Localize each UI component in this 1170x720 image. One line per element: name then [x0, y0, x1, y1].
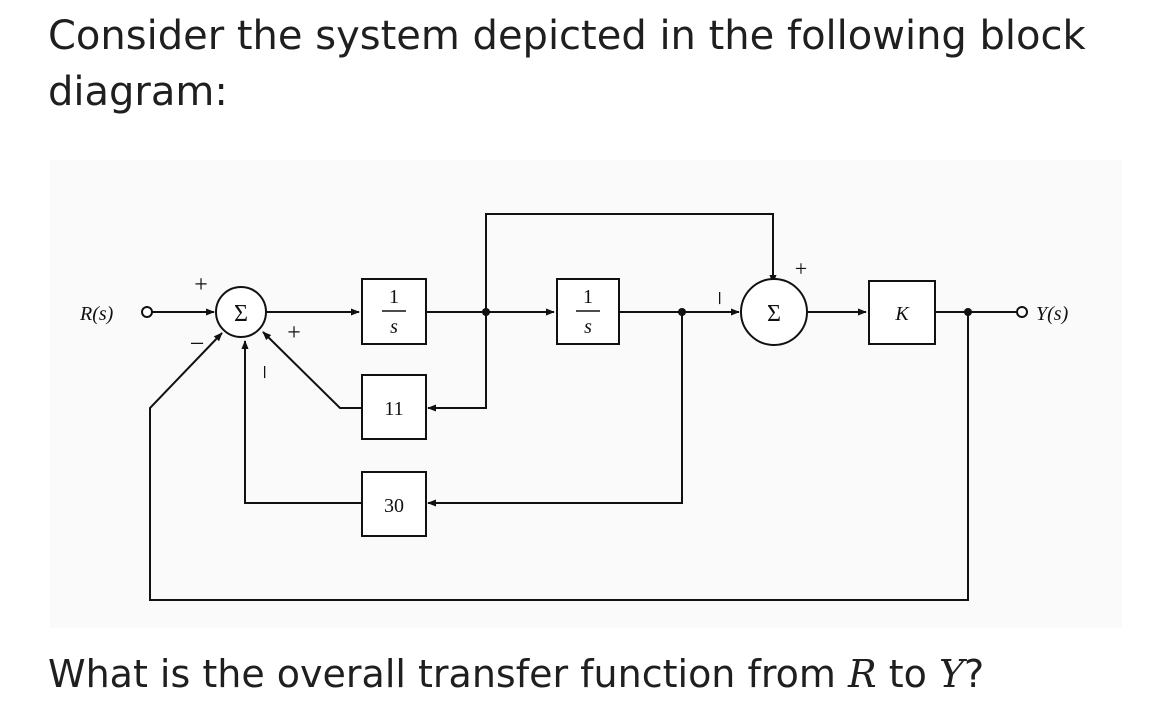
feedback-11-out-path [262, 331, 362, 409]
question-middle: to [876, 652, 939, 696]
svg-text:1: 1 [583, 286, 593, 308]
question-before: What is the overall transfer function fr… [48, 652, 848, 696]
input-label: R(s) [79, 303, 114, 325]
feedback-gain-30-block: 30 [361, 471, 427, 537]
branch-dot-3 [964, 308, 972, 316]
gain-k-block: K [868, 280, 936, 345]
block-diagram: Σ + − + − Σ + − 1 s 1 s K [79, 213, 1069, 601]
svg-text:s: s [390, 316, 398, 338]
sum2-sign-left: − [705, 291, 734, 306]
unity-feedback-path [149, 312, 969, 601]
input-terminal [141, 306, 153, 318]
sum1-sign-bottom: − [250, 365, 279, 380]
output-terminal [1016, 306, 1028, 318]
svg-text:30: 30 [384, 495, 404, 517]
feedback-11-in-path [427, 312, 487, 412]
summing-junction-1: Σ [215, 286, 267, 338]
sum1-sign-left: − [190, 329, 205, 358]
sum2-sign-top: + [795, 256, 807, 281]
integrator-block-2: 1 s [556, 278, 620, 345]
summing-junction-2: Σ [740, 278, 808, 346]
svg-text:s: s [584, 316, 592, 338]
var-r: R [848, 652, 877, 696]
svg-text:K: K [894, 303, 910, 325]
svg-text:Σ: Σ [767, 301, 781, 327]
output-label: Y(s) [1036, 303, 1069, 325]
sum1-sign-right: + [287, 320, 301, 346]
sum1-sign-top: + [194, 272, 208, 298]
feedback-30-out-path [241, 340, 362, 504]
problem-heading: Consider the system depicted in the foll… [48, 13, 1086, 115]
feedback-gain-11-block: 11 [361, 374, 427, 440]
branch-dot-1 [482, 308, 490, 316]
svg-text:11: 11 [384, 398, 403, 420]
var-y: Y [938, 652, 965, 696]
question-after: ? [964, 652, 985, 696]
integrator-block-1: 1 s [361, 278, 427, 345]
svg-text:Σ: Σ [234, 301, 248, 327]
branch-dot-2 [678, 308, 686, 316]
block-diagram-panel: Σ + − + − Σ + − 1 s 1 s K [50, 160, 1122, 628]
question-text: What is the overall transfer function fr… [48, 646, 1128, 702]
svg-text:1: 1 [389, 286, 399, 308]
feedforward-path [485, 213, 777, 312]
feedback-30-in-path [427, 312, 683, 507]
